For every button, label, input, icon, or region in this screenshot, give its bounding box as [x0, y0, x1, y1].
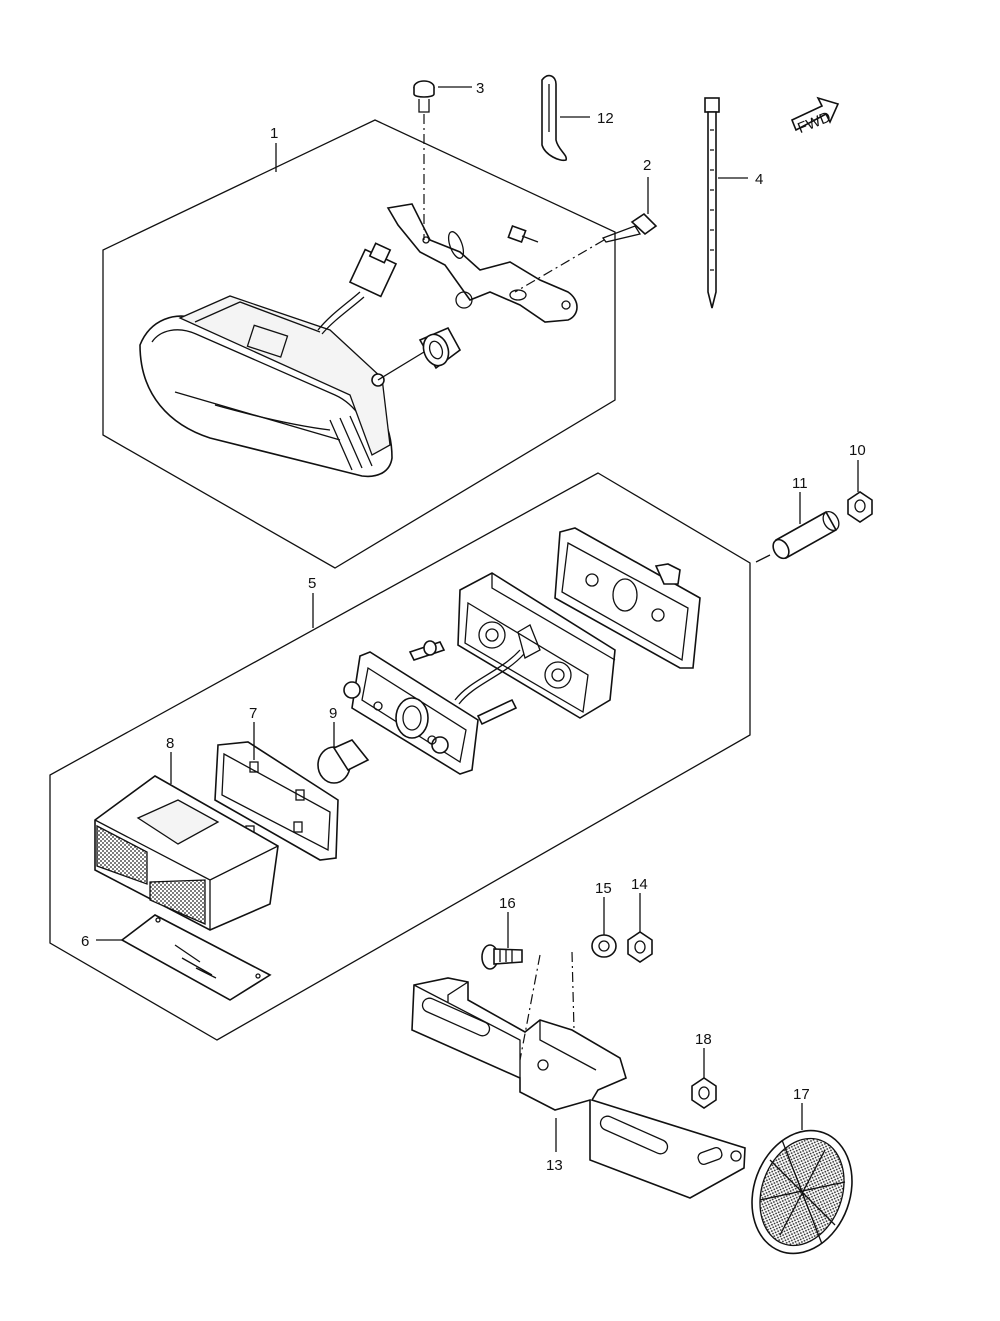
holder-bolts — [408, 640, 518, 726]
leader-lines — [96, 86, 859, 1152]
screw-part-16 — [481, 944, 523, 970]
rear-gasket — [554, 527, 701, 669]
callout-16: 16 — [499, 895, 516, 912]
callout-18: 18 — [695, 1031, 712, 1048]
bulb-socket — [377, 326, 462, 381]
callout-3: 3 — [476, 80, 484, 97]
assembly-1-outline — [102, 119, 616, 569]
callout-4: 4 — [755, 171, 763, 188]
clamp-part-12 — [541, 74, 568, 162]
tail-light-housing — [139, 295, 393, 478]
callout-8: 8 — [166, 735, 174, 752]
callout-7: 7 — [249, 705, 257, 722]
callout-13: 13 — [546, 1157, 563, 1174]
lamp-holder — [343, 651, 479, 775]
nut-part-14 — [627, 931, 653, 963]
bracket-part-13 — [411, 977, 746, 1199]
screw-part-3 — [413, 80, 435, 113]
callout-6: 6 — [81, 933, 89, 950]
callout-10: 10 — [849, 442, 866, 459]
callout-15: 15 — [595, 880, 612, 897]
callout-1: 1 — [270, 125, 278, 142]
fwd-label: FWD — [795, 109, 833, 138]
reflector-part-17 — [751, 1129, 853, 1255]
nut-part-18 — [691, 1077, 717, 1109]
plate-part-6 — [120, 914, 272, 1001]
gasket-part-7 — [214, 741, 339, 861]
mounting-bracket — [386, 203, 578, 323]
spacer-part-11 — [772, 510, 840, 560]
wiring-connector — [317, 242, 398, 335]
washer-part-15 — [591, 934, 617, 958]
screw-part-2 — [601, 212, 658, 243]
small-bolt — [507, 224, 539, 244]
callout-14: 14 — [631, 876, 648, 893]
assembly-5-outline — [49, 472, 751, 1041]
callout-2: 2 — [643, 157, 651, 174]
callout-5: 5 — [308, 575, 316, 592]
lens-part-8 — [94, 775, 279, 931]
callout-9: 9 — [329, 705, 337, 722]
callout-11: 11 — [792, 475, 808, 492]
lamp-base — [457, 572, 616, 719]
cable-tie-part-4 — [704, 97, 720, 309]
callout-12: 12 — [597, 110, 614, 127]
callout-17: 17 — [793, 1086, 810, 1103]
nut-part-10 — [847, 491, 873, 523]
lamp-wire — [454, 649, 521, 701]
bulb-part-9 — [317, 739, 370, 784]
forward-direction-arrow: FWD — [790, 96, 840, 138]
